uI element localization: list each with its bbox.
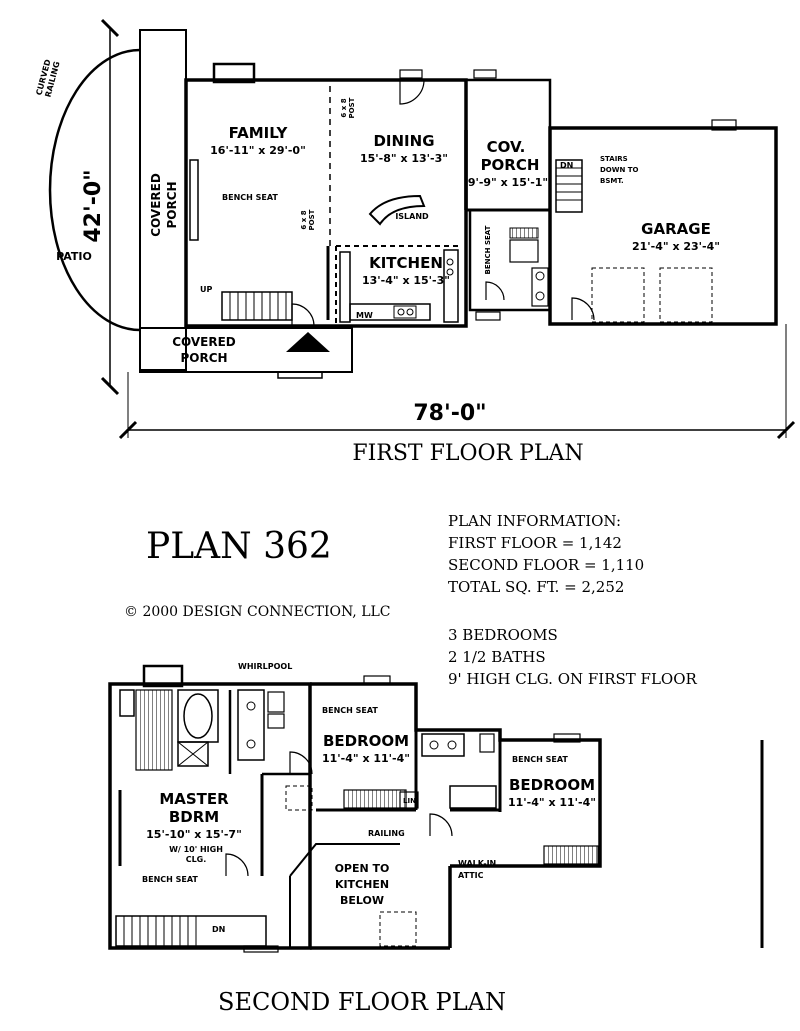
post-a-label-1: 6 x 8	[340, 98, 348, 117]
covered-porch-front	[139, 327, 353, 373]
microwave-label: MW	[356, 311, 373, 320]
plan-number: PLAN 362	[146, 526, 332, 567]
stairs-note-1: STAIRS	[600, 155, 628, 163]
island-label: ISLAND	[395, 212, 429, 221]
kitchen-size: 13'-4" x 15'-3"	[362, 274, 450, 287]
bench-seat-label-2: BENCH SEAT	[512, 755, 568, 764]
cov-porch-size: 9'-9" x 15'-1"	[468, 176, 548, 189]
main-house-walls	[184, 78, 468, 328]
fireplace	[212, 62, 256, 84]
master-size: 15'-10" x 15'-7"	[146, 828, 242, 841]
railing-line	[289, 843, 400, 877]
stairs-note-2: DOWN TO	[600, 166, 639, 174]
info-bedrooms: 3 BEDROOMS	[448, 626, 558, 644]
second-floor-plan	[108, 664, 764, 953]
first-floor-plan	[48, 18, 796, 440]
patio-label: PATIO	[56, 250, 92, 263]
bedroom-1-size: 11'-4" x 11'-4"	[322, 752, 410, 765]
second-floor-east-walls	[310, 682, 602, 868]
bedroom-2-size: 11'-4" x 11'-4"	[508, 796, 596, 809]
kitchen-island	[368, 194, 426, 226]
open-label-1: OPEN TO	[335, 862, 390, 875]
master-note-1: W/ 10' HIGH	[169, 845, 223, 854]
covered-porch-side	[139, 29, 187, 371]
stairs-dn-label-2: DN	[212, 925, 225, 934]
post-b-label-2: POST	[308, 209, 316, 230]
stairs-note-3: BSMT.	[600, 177, 624, 185]
bench-seat-label-1: BENCH SEAT	[322, 706, 378, 715]
covered-porch-front-label-1: COVERED	[172, 335, 236, 349]
overall-width: 78'-0"	[413, 401, 486, 426]
covered-porch-front-label-2: PORCH	[180, 351, 227, 365]
info-baths: 2 1/2 BATHS	[448, 648, 546, 666]
first-floor-title: FIRST FLOOR PLAN	[352, 441, 583, 466]
covered-porch-side-label-2: PORCH	[165, 181, 179, 228]
kitchen-walls	[335, 245, 460, 326]
master-block-walls	[108, 682, 312, 950]
cov-porch-label-2: PORCH	[481, 156, 540, 174]
open-label-2: KITCHEN	[335, 878, 389, 891]
open-label-3: BELOW	[340, 894, 384, 907]
post-b-label-1: 6 x 8	[300, 210, 308, 229]
bench-seat-label: BENCH SEAT	[222, 193, 278, 202]
master-note-2: CLG.	[186, 855, 207, 864]
bedroom-1-label: BEDROOM	[323, 732, 409, 750]
walkin-label-1: WALK-IN	[458, 859, 496, 868]
linen-label: LIN	[403, 797, 416, 805]
main-entry-arrow	[286, 332, 330, 352]
stairs-dn-label: DN	[560, 161, 573, 170]
family-label: FAMILY	[229, 124, 289, 142]
whirlpool-label: WHIRLPOOL	[238, 662, 292, 671]
master-label-1: MASTER	[159, 790, 229, 808]
family-size: 16'-11" x 29'-0"	[210, 144, 306, 157]
walkin-label-2: ATTIC	[458, 871, 484, 880]
dining-size: 15'-8" x 13'-3"	[360, 152, 448, 165]
post-a-label-2: POST	[348, 97, 356, 118]
master-label-2: BDRM	[169, 808, 219, 826]
overall-depth: 42'-0"	[81, 169, 106, 242]
bench-seat-vertical-label: BENCH SEAT	[484, 225, 492, 274]
bedroom-2-label: BEDROOM	[509, 776, 595, 794]
patio-curve	[48, 48, 141, 332]
info-total: TOTAL SQ. FT. = 2,252	[448, 578, 624, 596]
garage-size: 21'-4" x 23'-4"	[632, 240, 720, 253]
garage-label: GARAGE	[641, 220, 711, 238]
second-floor-title: SECOND FLOOR PLAN	[218, 988, 506, 1016]
kitchen-label: KITCHEN	[369, 254, 443, 272]
bench-seat-label-3: BENCH SEAT	[142, 875, 198, 884]
copyright: © 2000 DESIGN CONNECTION, LLC	[124, 604, 391, 620]
covered-porch-side-label-1: COVERED	[149, 173, 163, 237]
whirlpool-tub	[183, 693, 213, 739]
stairs-up-label: UP	[200, 285, 212, 294]
info-title: PLAN INFORMATION:	[448, 512, 621, 530]
info-first-floor: FIRST FLOOR = 1,142	[448, 534, 622, 552]
garage-walls	[548, 126, 778, 326]
info-second-floor: SECOND FLOOR = 1,110	[448, 556, 644, 574]
stairs-up	[221, 291, 293, 321]
railing-label: RAILING	[368, 829, 405, 838]
dining-label: DINING	[373, 132, 434, 150]
info-ceiling: 9' HIGH CLG. ON FIRST FLOOR	[448, 670, 698, 688]
cov-porch-label-1: COV.	[487, 138, 526, 156]
